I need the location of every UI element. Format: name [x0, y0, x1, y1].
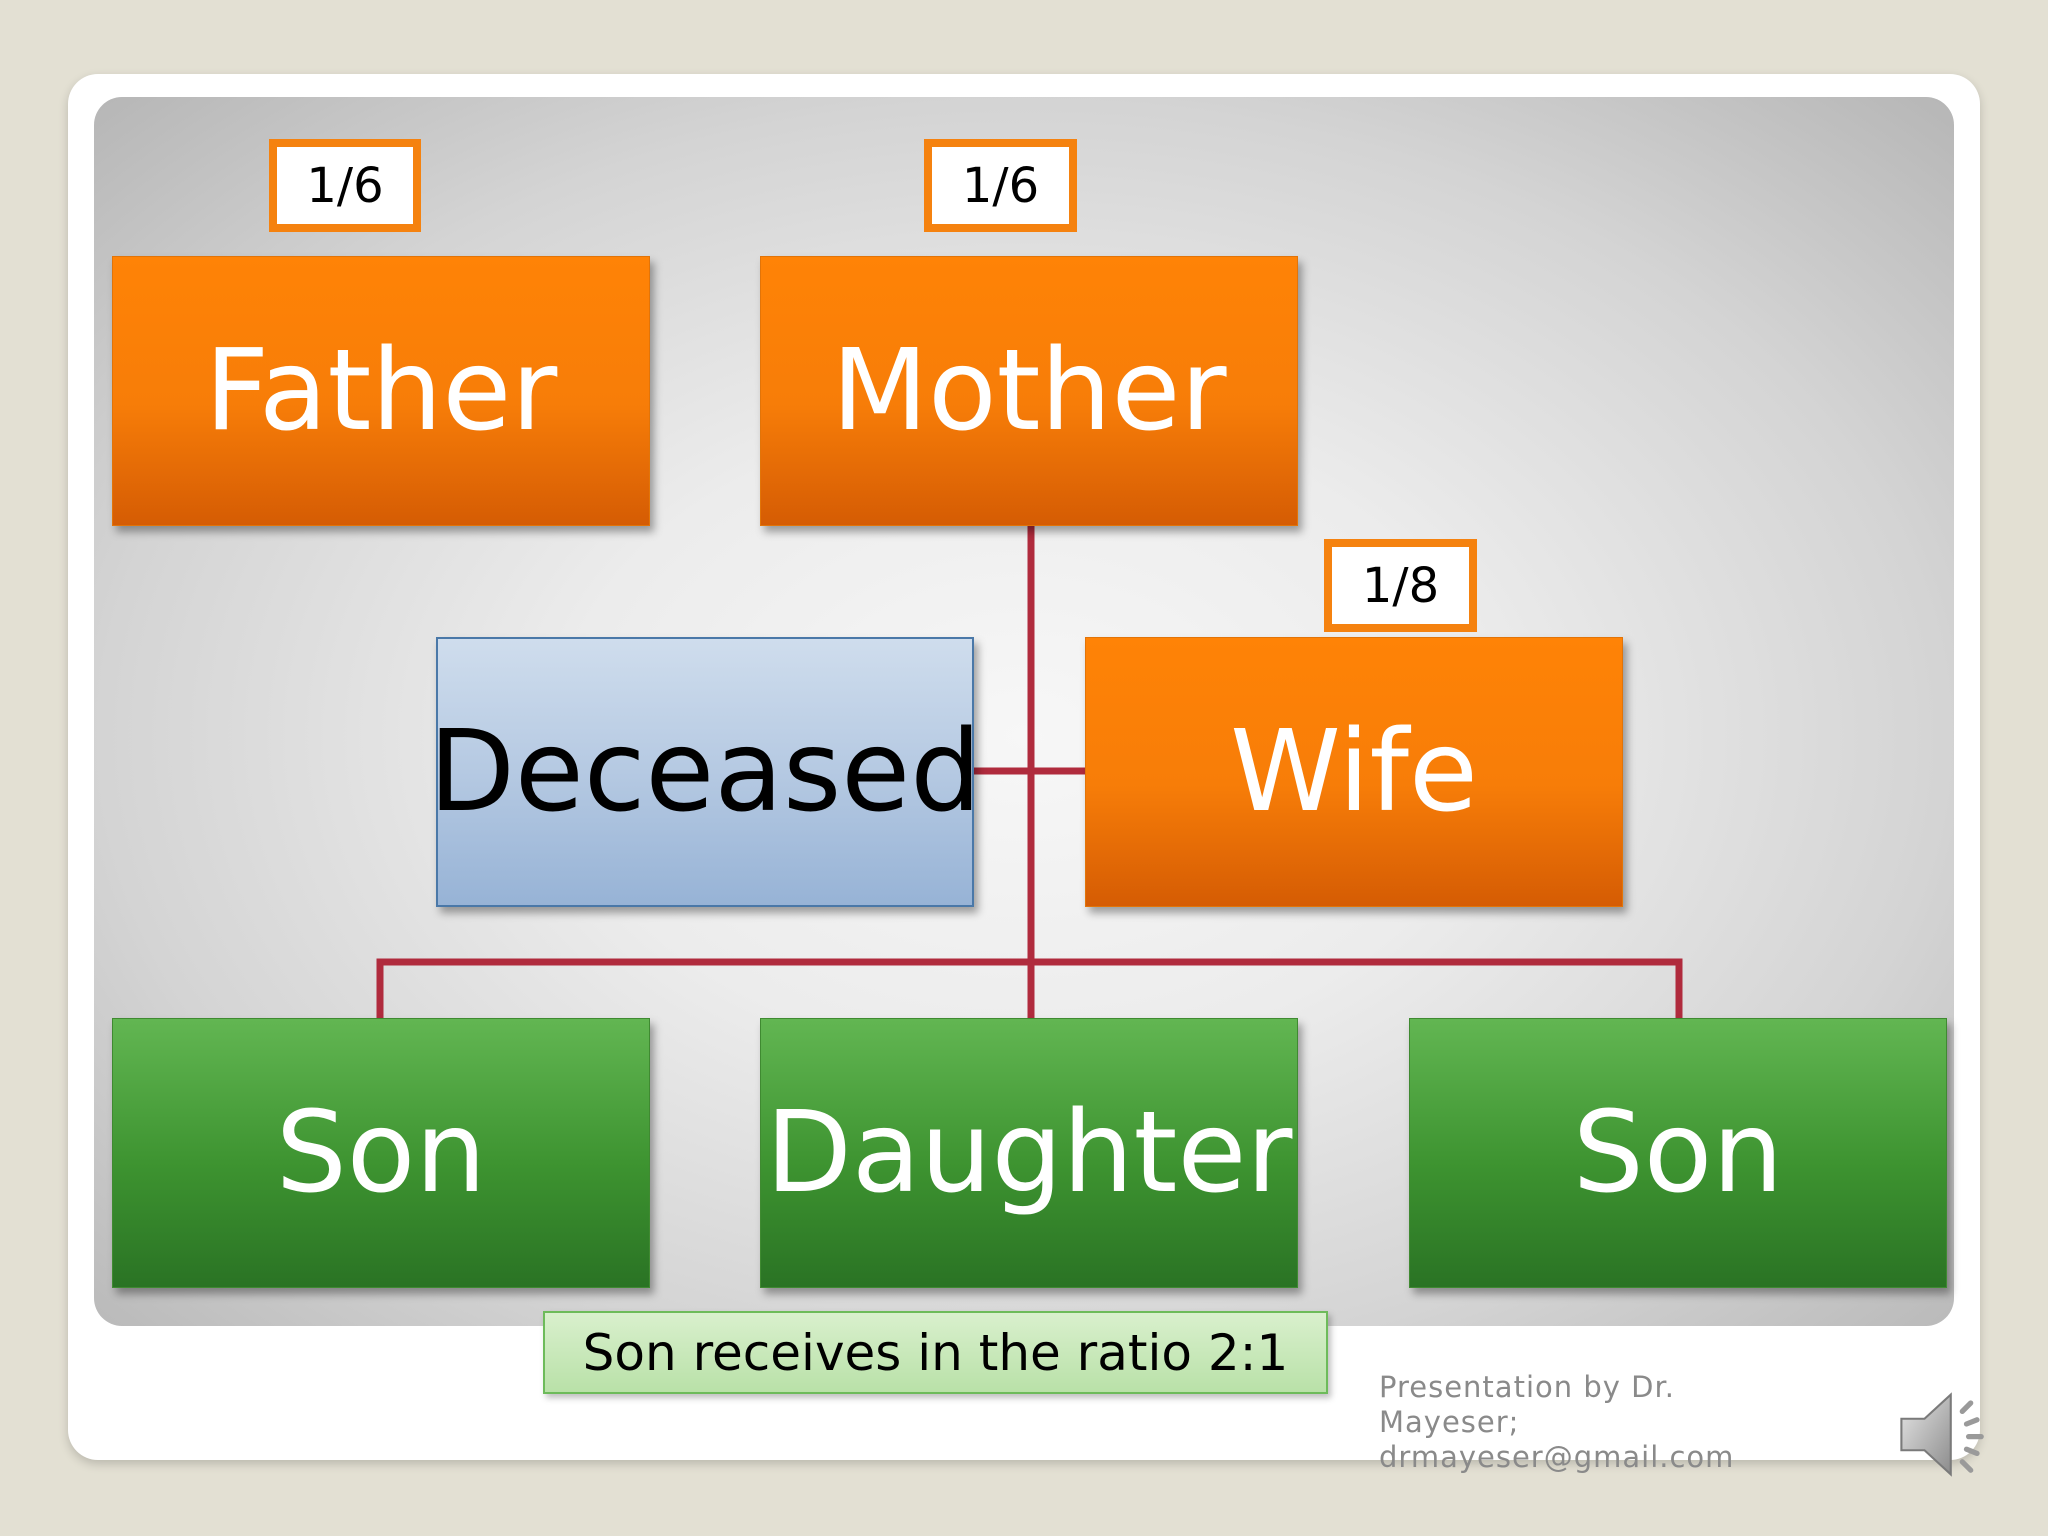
father-share-label: 1/6	[269, 139, 421, 232]
credit-line-email: drmayeser@gmail.com	[1379, 1440, 1735, 1474]
presentation-credit: Presentation by Dr. Mayeser; drmayeser@g…	[1379, 1370, 1799, 1475]
mother-box: Mother	[760, 256, 1298, 526]
father-box: Father	[112, 256, 650, 526]
credit-line-name: Presentation by Dr. Mayeser;	[1379, 1370, 1675, 1439]
mother-share-label: 1/6	[924, 139, 1077, 232]
son-left-box: Son	[112, 1018, 650, 1288]
ratio-note: Son receives in the ratio 2:1	[543, 1311, 1328, 1394]
wife-share-label: 1/8	[1324, 539, 1477, 632]
deceased-box: Deceased	[429, 637, 981, 907]
son-right-box: Son	[1409, 1018, 1947, 1288]
speaker-icon[interactable]	[1893, 1382, 1998, 1487]
wife-box: Wife	[1085, 637, 1623, 907]
daughter-box: Daughter	[760, 1018, 1298, 1288]
